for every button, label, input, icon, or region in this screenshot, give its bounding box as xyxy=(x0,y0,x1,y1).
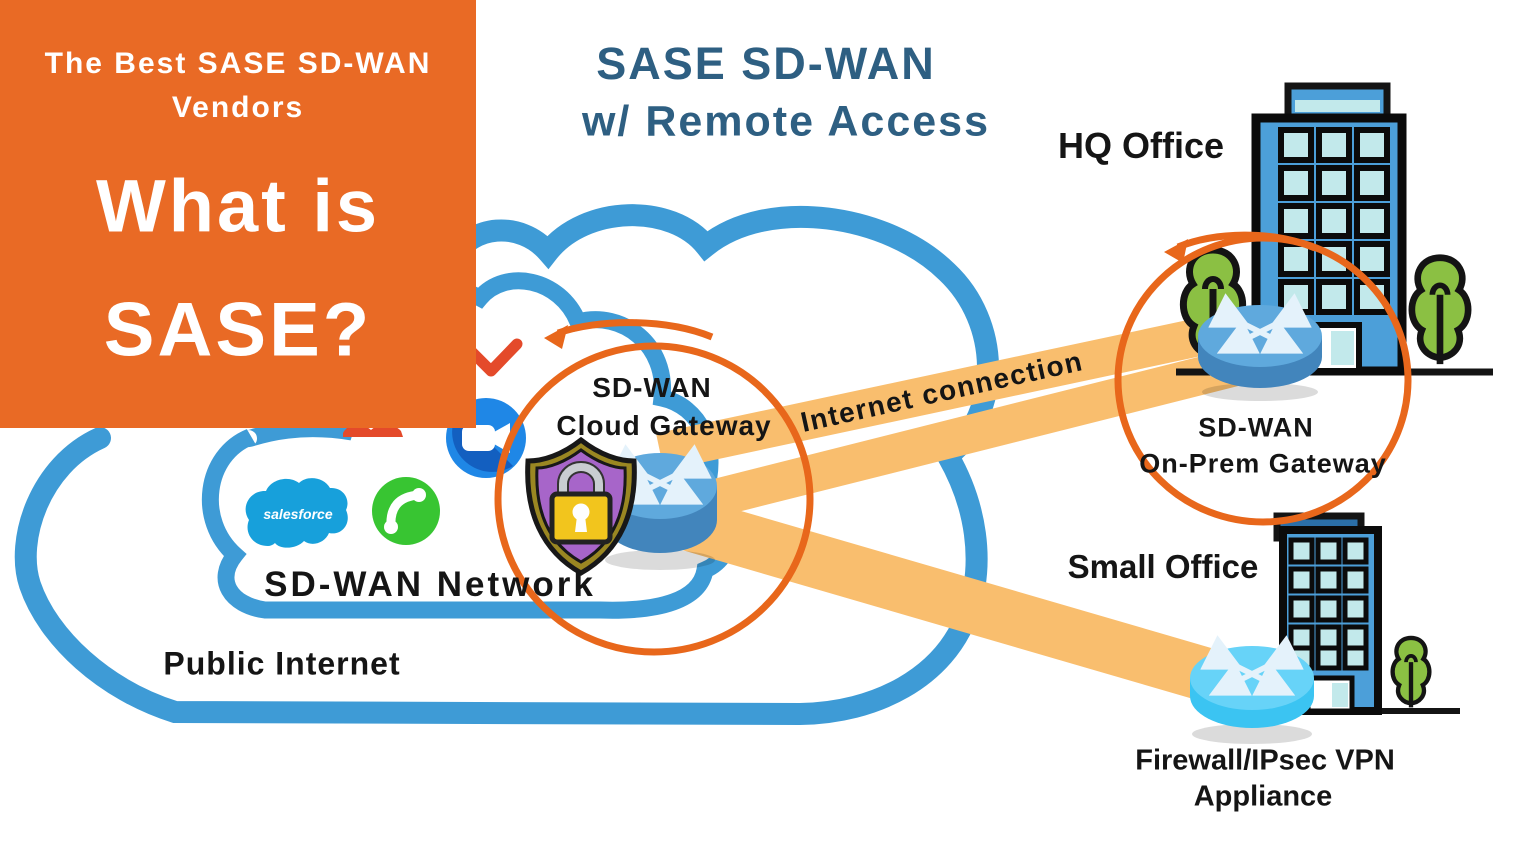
internet-connection-beams xyxy=(640,311,1260,714)
firewall-appliance-label: Appliance xyxy=(1193,780,1333,813)
onprem-gateway-label: On-Prem Gateway xyxy=(1139,448,1387,479)
onprem-gateway-highlight-circle xyxy=(1114,231,1412,526)
banner-topline: Vendors xyxy=(171,91,305,124)
tree-icon xyxy=(1393,638,1430,707)
building-windows xyxy=(1278,127,1390,315)
cloud-gateway-highlight-circle xyxy=(494,319,814,656)
sdwan-network-label: SD-WAN Network xyxy=(264,565,596,604)
salesforce-cloud-icon xyxy=(245,478,348,548)
door-pane xyxy=(1331,331,1354,365)
onprem-gateway-label: SD-WAN xyxy=(1198,412,1314,443)
banner-headline: SASE? xyxy=(103,287,373,373)
diagram-title: SASE SD-WAN xyxy=(596,38,936,89)
salesforce-logo-text: salesforce xyxy=(263,506,333,522)
title-banner: The Best SASE SD-WAN Vendors What is SAS… xyxy=(0,0,476,428)
tree-icon xyxy=(1412,258,1468,364)
public-internet-label: Public Internet xyxy=(163,645,401,682)
security-shield-lock-icon xyxy=(525,436,637,576)
onprem-gateway-router-icon xyxy=(1198,305,1322,401)
door-pane xyxy=(1332,683,1348,707)
small-office-label: Small Office xyxy=(1067,548,1259,585)
banner-headline: What is xyxy=(95,164,381,248)
firewall-appliance-label: Firewall/IPsec VPN xyxy=(1135,744,1395,777)
hq-office-label: HQ Office xyxy=(1057,125,1225,166)
diagram-title: w/ Remote Access xyxy=(581,97,991,146)
cloud-gateway-label: Cloud Gateway xyxy=(556,410,772,441)
cloud-gateway-label: SD-WAN xyxy=(592,372,712,403)
roof-stripe xyxy=(1295,100,1380,112)
phone-icon xyxy=(372,477,440,545)
building-windows xyxy=(1288,537,1369,671)
banner-topline: The Best SASE SD-WAN xyxy=(44,47,432,80)
firewall-vpn-router-icon xyxy=(1190,646,1314,744)
small-office-building xyxy=(1272,512,1460,715)
